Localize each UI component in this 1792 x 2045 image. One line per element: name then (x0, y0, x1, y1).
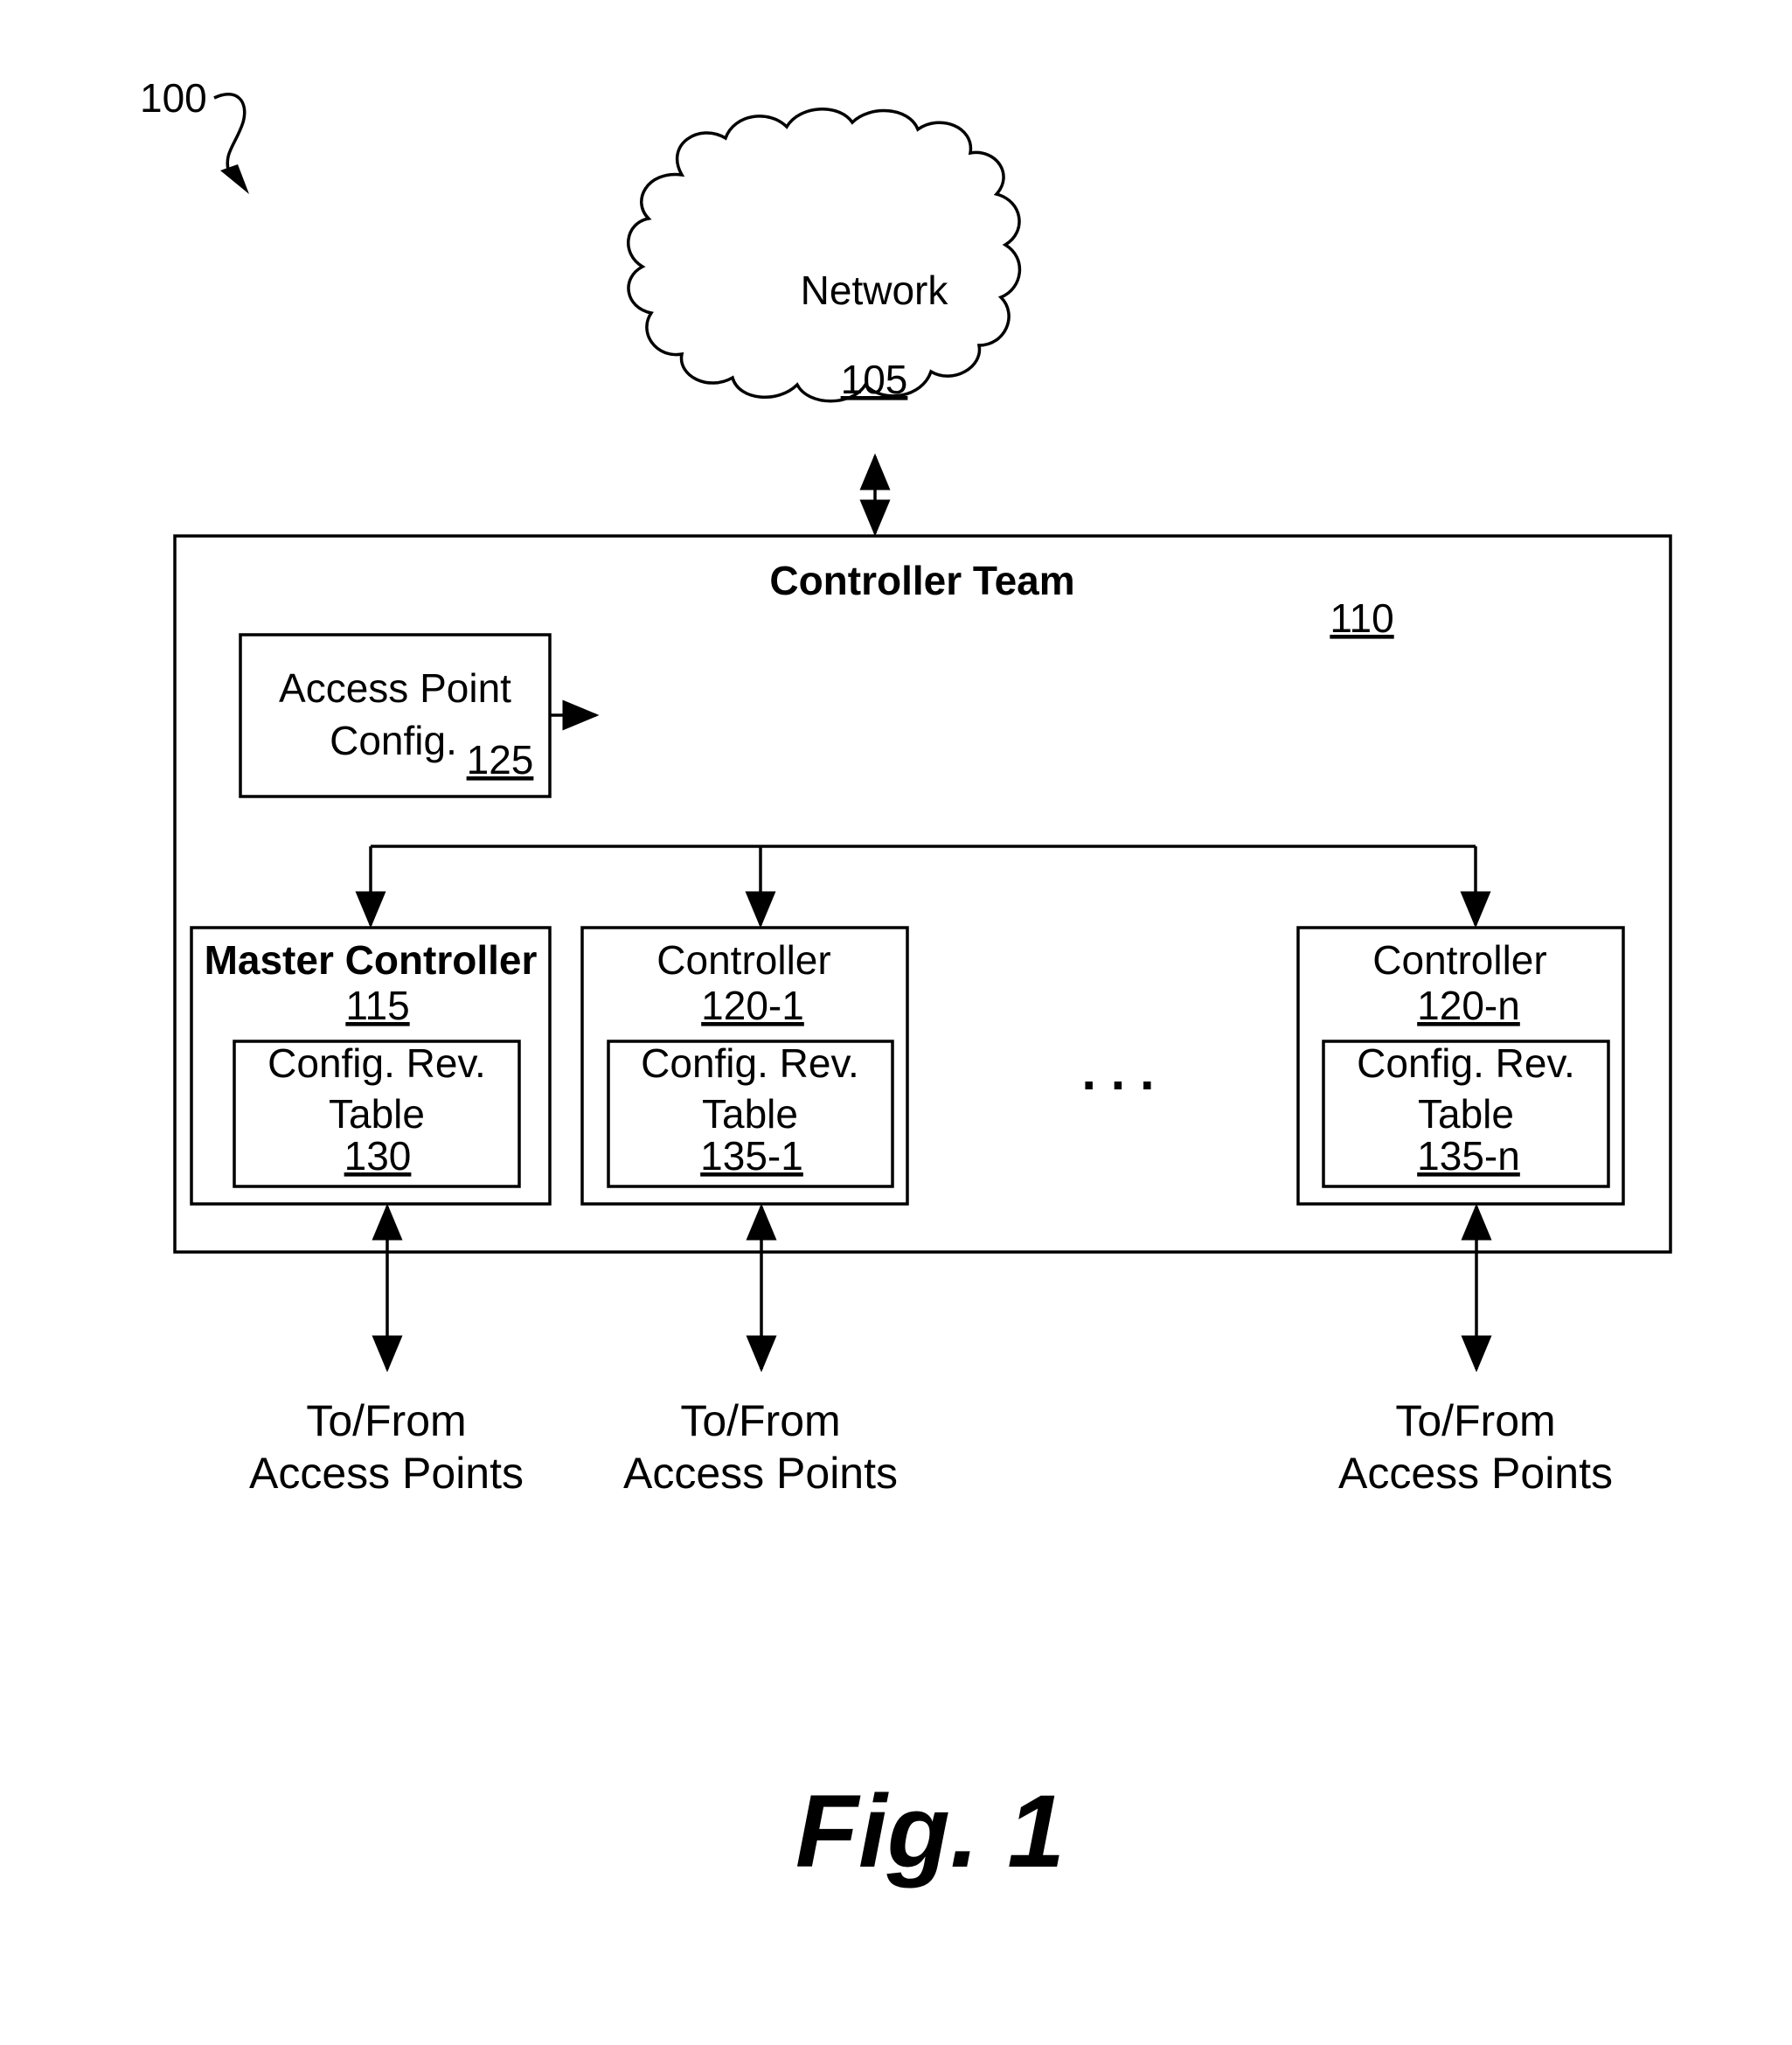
master-table-ref: 130 (344, 1133, 412, 1179)
controller-team-label: Controller Team (769, 558, 1074, 603)
controller-team-ref: 110 (1330, 595, 1393, 641)
master-table-line1: Config. Rev. (267, 1040, 486, 1086)
controller-n-io-line2: Access Points (1338, 1449, 1613, 1498)
controller-n-table-line2: Table (1418, 1091, 1514, 1137)
controller-1-label: Controller (656, 937, 830, 983)
controller-n-ref: 120-n (1417, 983, 1520, 1028)
controller-1-table-line2: Table (702, 1091, 798, 1137)
master-controller-ref: 115 (345, 983, 409, 1028)
controller-1-io-line1: To/From (680, 1396, 840, 1445)
controller-n-table-ref: 135-n (1417, 1133, 1520, 1179)
controller-1-io-line2: Access Points (623, 1449, 898, 1498)
controller-n-label: Controller (1372, 937, 1546, 983)
controller-1-table-line1: Config. Rev. (641, 1040, 859, 1086)
network-cloud (629, 109, 1020, 401)
master-controller-label: Master Controller (205, 937, 538, 983)
figure-ref-arrowhead (220, 164, 249, 194)
controller-n-io-line1: To/From (1395, 1396, 1555, 1445)
controller-n-table-line1: Config. Rev. (1357, 1040, 1575, 1086)
figure-ref-leader (214, 94, 245, 173)
master-io-line1: To/From (306, 1396, 466, 1445)
network-ref: 105 (841, 357, 908, 402)
controller-1-ref: 120-1 (701, 983, 804, 1028)
master-io-line2: Access Points (249, 1449, 524, 1498)
controller-1-table-ref: 135-1 (700, 1133, 803, 1179)
master-table-line2: Table (329, 1091, 425, 1137)
figure-caption: Fig. 1 (795, 1774, 1065, 1889)
network-label: Network (801, 268, 949, 313)
figure-ref-label: 100 (140, 75, 207, 121)
ap-config-line2: Config. (330, 718, 457, 763)
ap-config-line1: Access Point (279, 665, 511, 711)
ap-config-ref: 125 (467, 737, 534, 783)
ellipsis: . . . (1081, 1042, 1154, 1101)
